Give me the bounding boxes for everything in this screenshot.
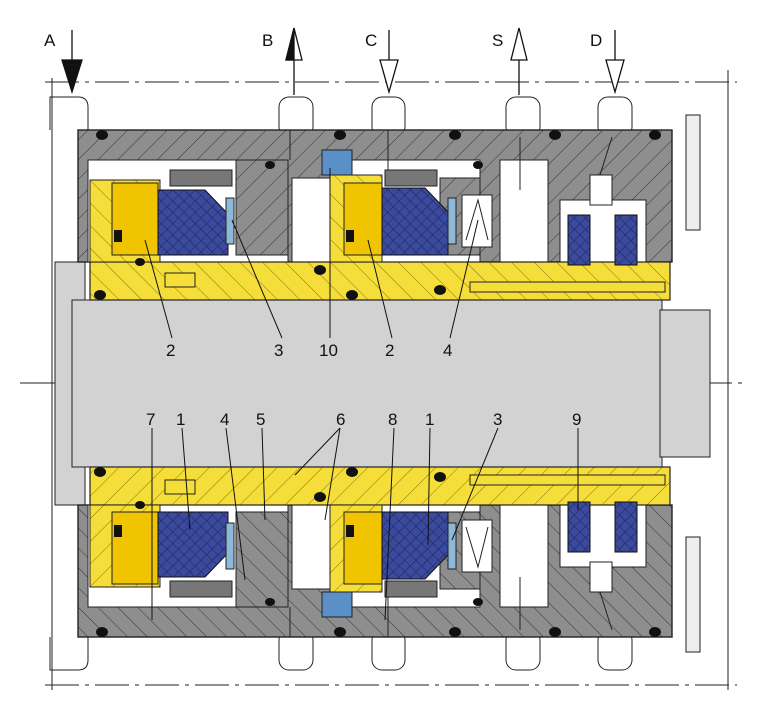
callout-4b: 4 xyxy=(220,410,229,429)
port-label-b: B xyxy=(262,31,273,50)
port-label-s: S xyxy=(492,31,503,50)
callout-3: 3 xyxy=(274,341,283,360)
callout-6: 6 xyxy=(336,410,345,429)
port-label-a: A xyxy=(44,31,56,50)
port-arrows xyxy=(61,27,625,95)
callout-9: 9 xyxy=(572,410,581,429)
callout-7: 7 xyxy=(146,410,155,429)
callout-4: 4 xyxy=(443,341,452,360)
callout-5: 5 xyxy=(256,410,265,429)
lower-half xyxy=(49,466,701,671)
shaft xyxy=(71,299,663,468)
shaft-end-right xyxy=(659,309,711,458)
callout-10: 10 xyxy=(319,341,338,360)
callout-3b: 3 xyxy=(493,410,502,429)
callout-1b: 1 xyxy=(425,410,434,429)
port-label-c: C xyxy=(365,31,377,50)
callout-1: 1 xyxy=(176,410,185,429)
callout-2b: 2 xyxy=(385,341,394,360)
callout-2: 2 xyxy=(166,341,175,360)
callout-8: 8 xyxy=(388,410,397,429)
callout-leaders xyxy=(144,168,579,621)
port-label-d: D xyxy=(590,31,602,50)
